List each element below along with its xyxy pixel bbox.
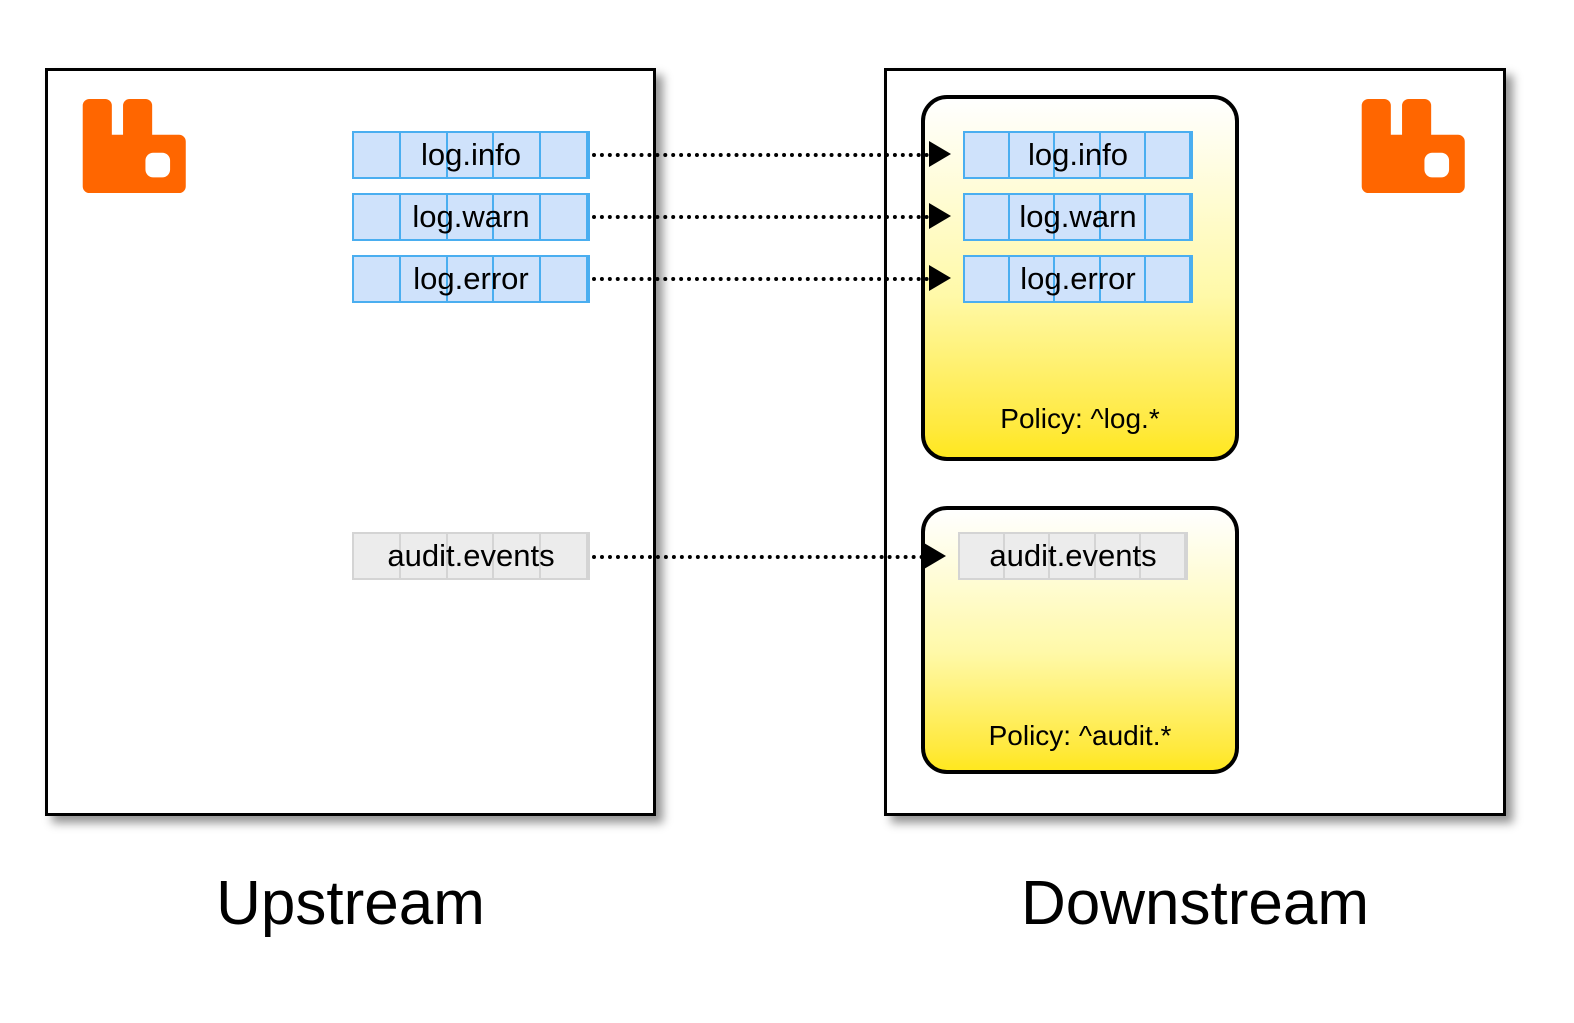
- queue-cell: [494, 133, 542, 177]
- arrow-head-icon: [929, 265, 951, 291]
- queue-cell: [448, 133, 495, 177]
- queue-cell: [448, 195, 495, 239]
- rabbitmq-logo-icon: [82, 98, 186, 194]
- queue-cell: [1146, 133, 1192, 177]
- queue-cell: [1146, 257, 1192, 301]
- queue-cell: [1010, 195, 1056, 239]
- queue-cell: [354, 195, 401, 239]
- queue-cell: [1096, 534, 1141, 578]
- queue-cell: [1146, 195, 1192, 239]
- downstream-caption: Downstream: [1021, 869, 1369, 938]
- queue-cell: [1055, 257, 1101, 301]
- policy-label: Policy: ^audit.*: [988, 720, 1172, 751]
- upstream-queue-audit-events[interactable]: audit.events: [352, 532, 590, 580]
- queue-cell: [541, 257, 588, 301]
- queue-cell: [541, 195, 588, 239]
- downstream-queue-log-warn[interactable]: log.warn: [963, 193, 1193, 241]
- queue-cell: [401, 534, 448, 578]
- queue-cell: [1010, 133, 1056, 177]
- queue-cell: [541, 133, 588, 177]
- queue-cell: [494, 534, 542, 578]
- queue-cell: [541, 534, 588, 578]
- queue-cell: [1101, 195, 1146, 239]
- queue-cell: [401, 257, 448, 301]
- arrow-head-icon: [929, 203, 951, 229]
- federation-link-log-error: [592, 277, 929, 281]
- policy-label: Policy: ^log.*: [1000, 403, 1160, 434]
- queue-cell: [960, 534, 1006, 578]
- queue-cell: [401, 133, 448, 177]
- downstream-queue-audit-events[interactable]: audit.events: [958, 532, 1188, 580]
- queue-cell: [494, 257, 542, 301]
- downstream-queue-log-error[interactable]: log.error: [963, 255, 1193, 303]
- federation-link-log-info: [592, 153, 929, 157]
- queue-cell: [1101, 133, 1146, 177]
- queue-cell: [1005, 534, 1051, 578]
- queue-cell: [1141, 534, 1187, 578]
- federation-link-audit-events: [592, 555, 924, 559]
- rabbitmq-logo-icon: [1361, 98, 1465, 194]
- queue-cell: [965, 257, 1011, 301]
- arrow-head-icon: [929, 141, 951, 167]
- queue-cell: [401, 195, 448, 239]
- federation-link-log-warn: [592, 215, 929, 219]
- queue-cell: [494, 195, 542, 239]
- queue-cell: [448, 534, 495, 578]
- queue-cell: [1055, 195, 1101, 239]
- upstream-queue-log-warn[interactable]: log.warn: [352, 193, 590, 241]
- queue-cell: [965, 195, 1011, 239]
- arrow-head-icon: [924, 543, 946, 569]
- queue-cell: [1101, 257, 1146, 301]
- queue-cell: [354, 534, 401, 578]
- queue-cell: [1010, 257, 1056, 301]
- upstream-caption: Upstream: [216, 869, 485, 938]
- upstream-queue-log-info[interactable]: log.info: [352, 131, 590, 179]
- upstream-queue-log-error[interactable]: log.error: [352, 255, 590, 303]
- queue-cell: [354, 133, 401, 177]
- queue-cell: [965, 133, 1011, 177]
- queue-cell: [354, 257, 401, 301]
- queue-cell: [1055, 133, 1101, 177]
- downstream-queue-log-info[interactable]: log.info: [963, 131, 1193, 179]
- queue-cell: [1050, 534, 1096, 578]
- queue-cell: [448, 257, 495, 301]
